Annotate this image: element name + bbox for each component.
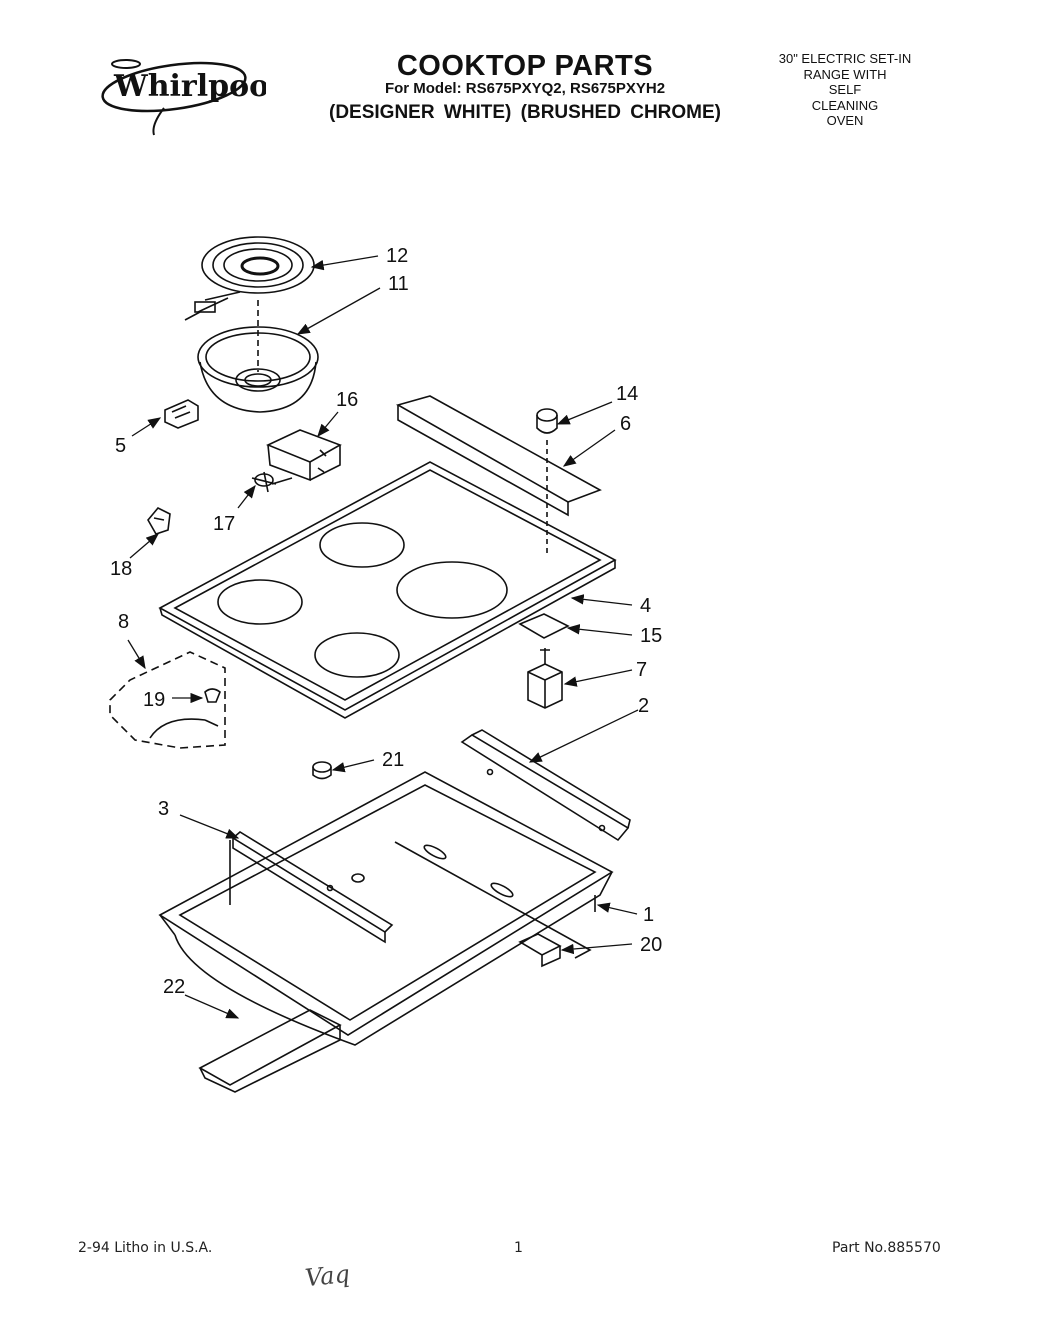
- model-line: For Model: RS675PXYQ2, RS675PXYH2: [384, 80, 666, 97]
- callout-label: 7: [636, 659, 647, 681]
- part-number: Part No.885570: [832, 1240, 941, 1256]
- wire-harness-kit: [109, 651, 226, 749]
- drip-bowl: [197, 300, 319, 413]
- litho-date: 2-94 Litho in U.S.A.: [78, 1240, 213, 1256]
- callout-label: 3: [158, 798, 169, 820]
- callout-label: 18: [110, 558, 132, 580]
- terminal-receptacle: [164, 399, 199, 429]
- bracket: [266, 429, 342, 482]
- callout-label: 16: [336, 389, 358, 411]
- callout-label: 5: [115, 435, 126, 457]
- description-line: CLEANING: [811, 97, 879, 113]
- surface-element-coil: [184, 236, 315, 321]
- callout-label: 21: [382, 749, 404, 771]
- callout-label: 11: [388, 273, 409, 295]
- control-panel-strip: [395, 395, 602, 517]
- control-knob: [536, 408, 558, 556]
- callout-label: 20: [640, 934, 662, 956]
- clip: [251, 471, 293, 493]
- description-line: 30" ELECTRIC SET-IN: [778, 51, 912, 66]
- cooktop-main-top: [158, 461, 617, 719]
- callout-label: 6: [620, 413, 631, 435]
- infinite-switch: [527, 648, 563, 709]
- description-line: RANGE WITH: [803, 66, 887, 82]
- callout-label: 17: [213, 513, 235, 535]
- callout-label: 1: [643, 904, 654, 926]
- callout-label: 12: [386, 245, 408, 267]
- callout-label: 22: [163, 976, 185, 998]
- page-title: COOKTOP PARTS: [396, 50, 654, 82]
- whirlpool-logo: Whirlpool: [101, 59, 266, 136]
- callout-label: 15: [640, 625, 662, 647]
- vent-duct: [198, 1009, 342, 1093]
- svg-text:Whirlpool: Whirlpool: [113, 69, 266, 104]
- callout-label: 8: [118, 611, 129, 633]
- switch: [147, 507, 171, 535]
- callout-label: 4: [640, 595, 651, 617]
- callout-label: 14: [616, 383, 638, 405]
- rear-bracket: [460, 729, 631, 842]
- handwritten-note: Vaq: [303, 1259, 352, 1293]
- side-clip: [518, 933, 562, 968]
- callout-label: 19: [143, 689, 165, 711]
- description-line: OVEN: [826, 113, 864, 128]
- page-number: 1: [514, 1240, 523, 1256]
- callout-label: 2: [638, 695, 649, 717]
- burner-box: [158, 771, 614, 1046]
- product-description: 30" ELECTRIC SET-IN RANGE WITH SELF CLEA…: [760, 51, 930, 129]
- description-line: SELF: [828, 82, 862, 97]
- grommet: [312, 761, 332, 780]
- cross-brace: [229, 831, 394, 944]
- finish-line: (DESIGNER WHITE) (BRUSHED CHROME): [329, 102, 721, 123]
